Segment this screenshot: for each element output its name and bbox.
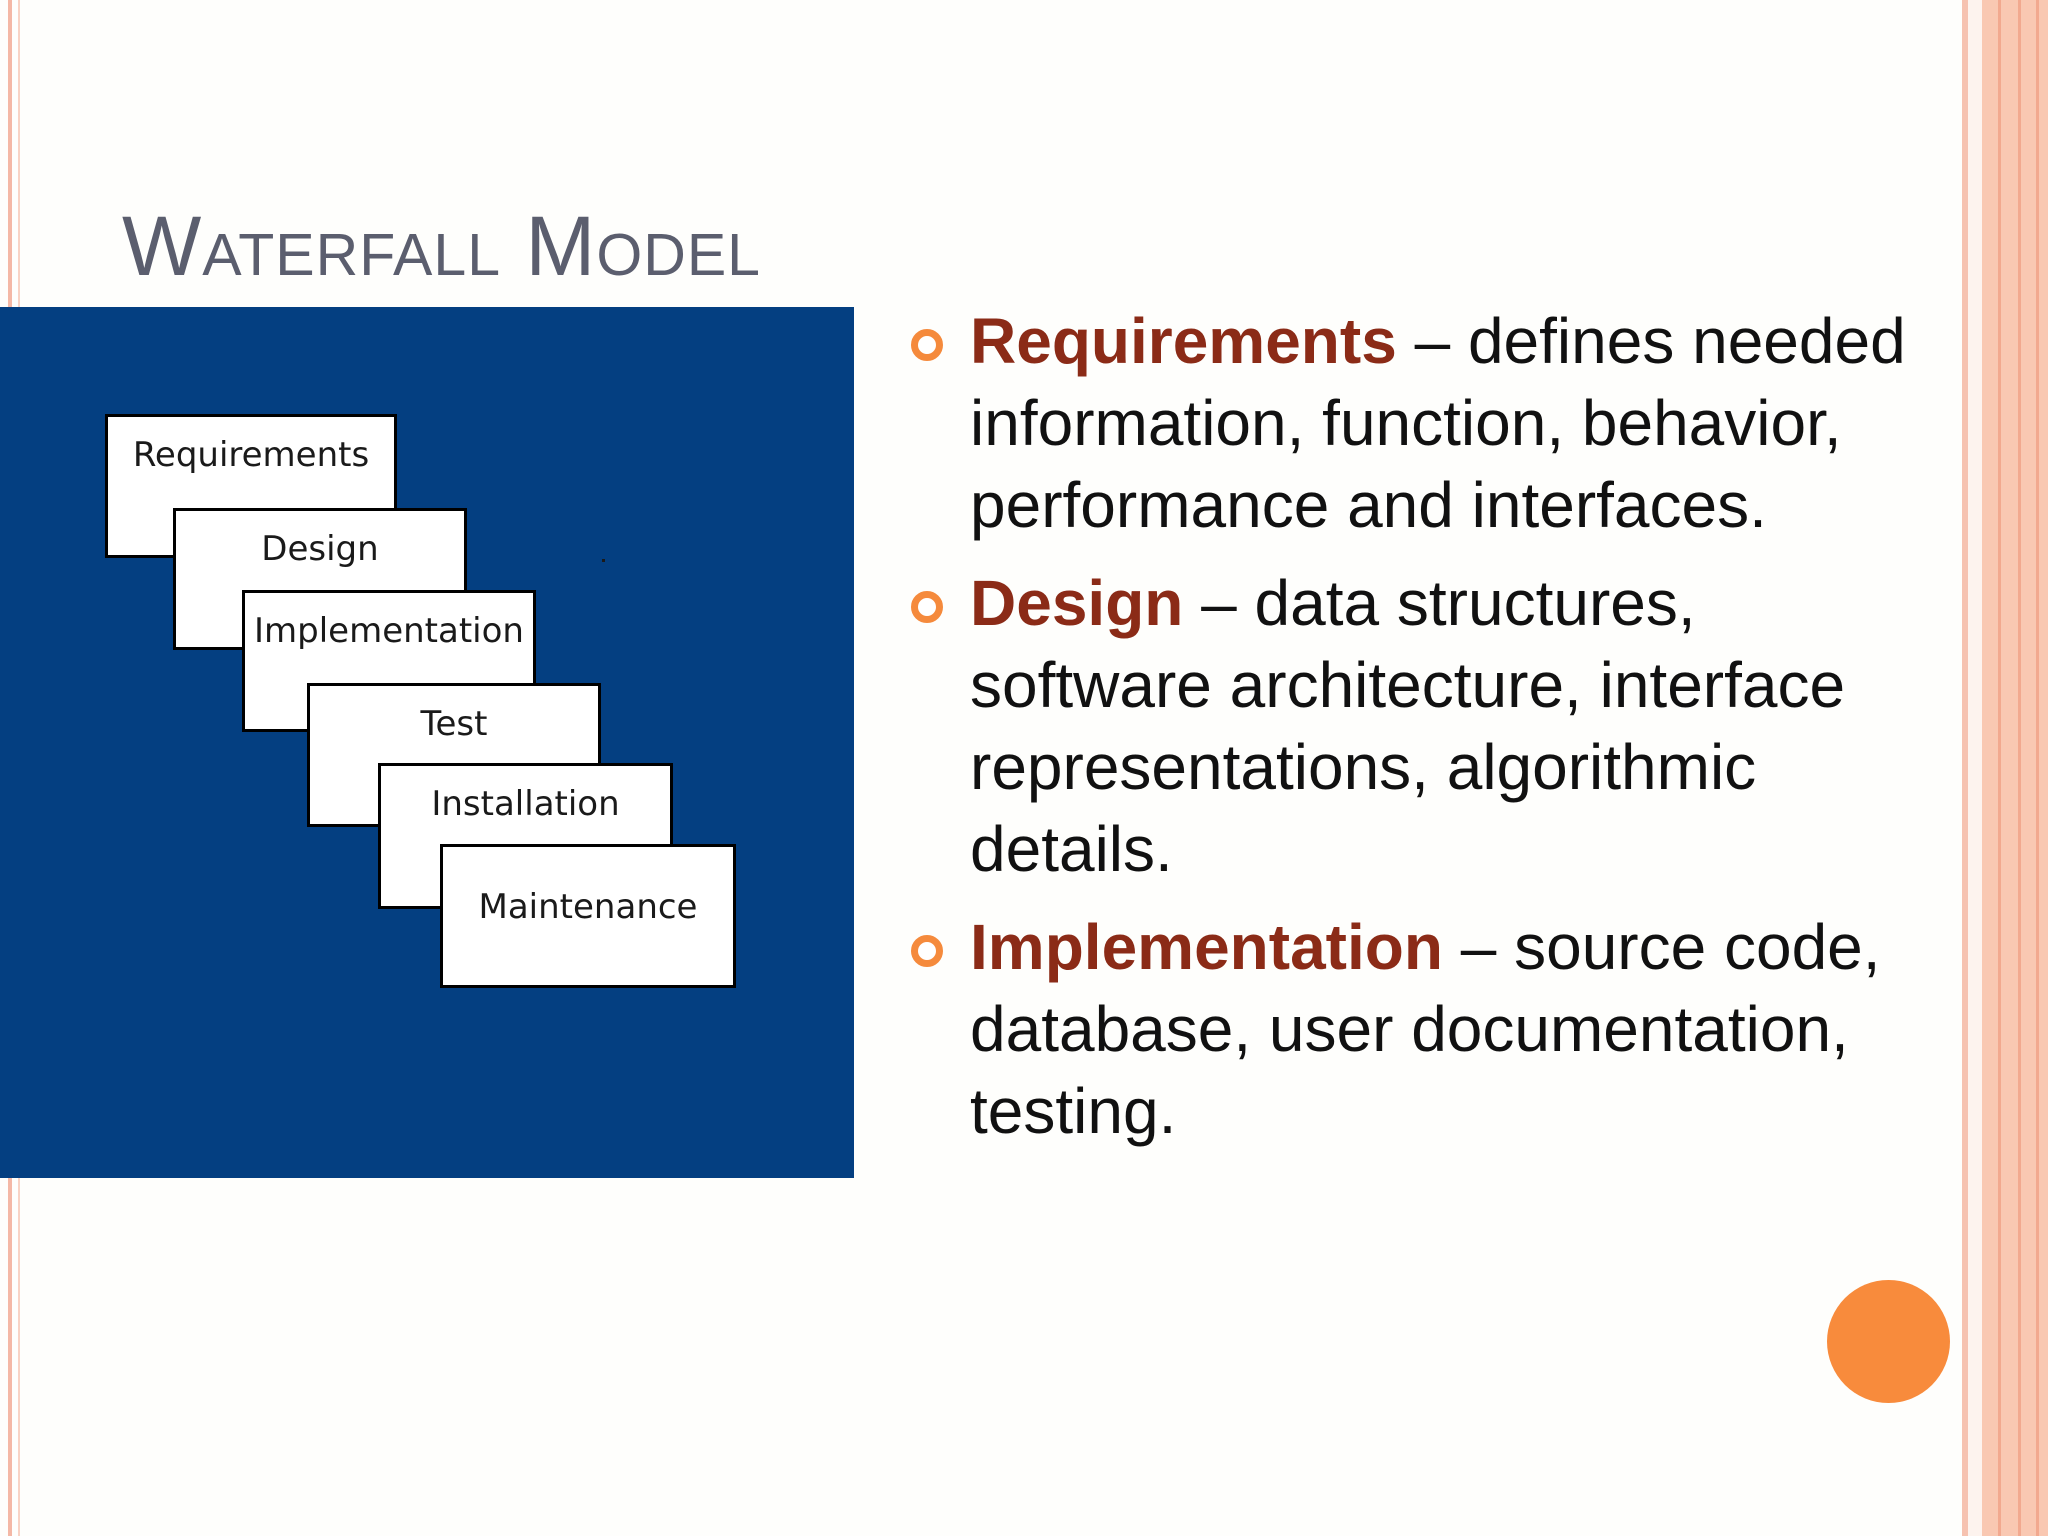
right-border-line bbox=[2036, 0, 2039, 1536]
stage-label: Test bbox=[420, 704, 488, 744]
stage-label: Design bbox=[261, 529, 379, 569]
bullet-term: Requirements bbox=[970, 305, 1397, 377]
bullet-separator: – bbox=[1442, 911, 1515, 983]
diagram-dot bbox=[602, 559, 605, 562]
stage-box-maintenance: Maintenance bbox=[440, 844, 736, 988]
bullet-requirements: Requirements – defines needed informatio… bbox=[905, 300, 1955, 546]
stage-label: Requirements bbox=[132, 435, 370, 475]
bullet-text: source code, database, user documentatio… bbox=[970, 911, 1881, 1147]
bullet-list: Requirements – defines needed informatio… bbox=[905, 300, 1955, 1168]
right-border-stripe bbox=[1962, 0, 1968, 1536]
hollow-circle-icon bbox=[911, 935, 943, 967]
bullet-text: data structures, software architecture, … bbox=[970, 567, 1846, 885]
right-border-line bbox=[1998, 0, 2001, 1536]
bullet-term: Implementation bbox=[970, 911, 1443, 983]
orange-circle-icon bbox=[1827, 1280, 1950, 1403]
stage-label: Implementation bbox=[254, 611, 524, 651]
stage-label: Installation bbox=[431, 784, 620, 824]
bullet-design: Design – data structures, software archi… bbox=[905, 562, 1955, 890]
bullet-separator: – bbox=[1396, 305, 1468, 377]
right-border-line bbox=[2018, 0, 2021, 1536]
bullet-separator: – bbox=[1183, 567, 1255, 639]
right-border-gap bbox=[1968, 0, 1982, 1536]
hollow-circle-icon bbox=[911, 591, 943, 623]
slide-title: Waterfall Model bbox=[122, 199, 761, 293]
bullet-term: Design bbox=[970, 567, 1184, 639]
bullet-text: defines needed information, function, be… bbox=[970, 305, 1906, 541]
bullet-implementation: Implementation – source code, database, … bbox=[905, 906, 1955, 1152]
stage-label: Maintenance bbox=[478, 887, 698, 927]
hollow-circle-icon bbox=[911, 329, 943, 361]
waterfall-diagram: Requirements Design Implementation Test … bbox=[0, 307, 854, 1178]
